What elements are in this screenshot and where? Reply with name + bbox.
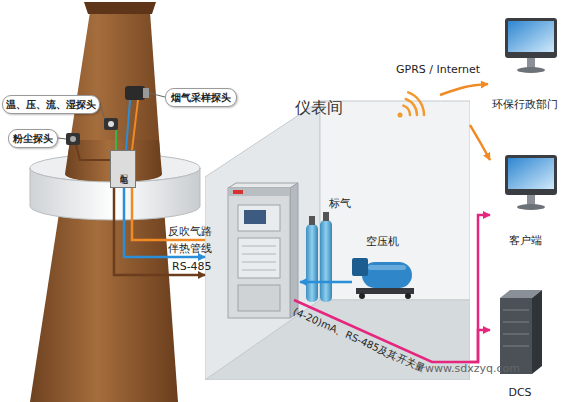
monitor-screen xyxy=(508,158,554,189)
connector xyxy=(470,330,490,362)
compressor-motor xyxy=(352,258,368,276)
tank-highlight xyxy=(368,265,406,270)
server-detail xyxy=(503,310,529,346)
node-label: 配电箱 xyxy=(118,168,127,171)
signal-wire xyxy=(76,145,110,160)
callout-box: 温、压、流、湿探头 xyxy=(2,95,100,114)
node-label: 空压机 xyxy=(366,236,399,249)
connector xyxy=(440,84,488,95)
node-label: 烟气采样探头 xyxy=(171,92,231,104)
node-label: DCS xyxy=(508,387,531,400)
edge-label: GPRS / Internet xyxy=(396,64,480,77)
watermark: www.sdxzyq.com xyxy=(425,362,520,375)
cabinet-screen xyxy=(244,210,266,224)
heated-line xyxy=(126,100,130,150)
monitor-screen xyxy=(508,21,554,52)
edge-label: 反吹气路 xyxy=(168,226,212,239)
compressor-tank xyxy=(362,262,412,288)
edge-label: RS-485 xyxy=(172,261,212,274)
compressor-base xyxy=(356,288,414,294)
leader-line xyxy=(100,104,105,120)
cylinder-valve xyxy=(323,212,329,221)
node-label: 粉尘探头 xyxy=(13,133,53,145)
monitor-base xyxy=(517,204,545,210)
signal-wire xyxy=(115,130,117,150)
compressor-wheel xyxy=(405,293,411,299)
node-label: 环保行政部门 xyxy=(492,99,558,112)
probe-symbol xyxy=(104,118,118,130)
callout-box: 烟气采样探头 xyxy=(165,88,237,107)
node-label: 温、压、流、湿探头 xyxy=(6,99,96,111)
cabinet-header xyxy=(228,188,290,196)
gas-cylinder xyxy=(306,224,318,302)
monitor-stand xyxy=(527,195,535,205)
node-label: 标气 xyxy=(329,198,351,211)
monitor-icon xyxy=(505,155,557,195)
probe-symbol xyxy=(108,121,114,127)
probe-symbol xyxy=(66,133,80,145)
cabinet-logo xyxy=(233,190,243,194)
compressor-wheel xyxy=(359,293,365,299)
connector xyxy=(470,215,490,362)
cabinet-top xyxy=(228,183,298,188)
server-side xyxy=(532,290,542,374)
monitor-base xyxy=(517,67,545,73)
analyzer-cabinet xyxy=(228,188,290,318)
leader-line xyxy=(58,138,66,139)
gas-cylinder xyxy=(320,220,332,302)
callout-box: 粉尘探头 xyxy=(8,129,58,148)
wireless-icon xyxy=(403,92,424,115)
probe-symbol xyxy=(125,86,145,100)
cabinet-panel xyxy=(238,285,280,311)
junction-box: 配电箱 xyxy=(110,150,136,188)
connector xyxy=(470,125,490,160)
monitor-stand xyxy=(527,58,535,68)
node-label: 客户端 xyxy=(509,235,542,248)
cabinet-panel xyxy=(238,238,280,278)
node-label: 仪表间 xyxy=(295,99,343,117)
purge-line xyxy=(132,100,138,150)
edge-label: 伴热管线 xyxy=(168,243,212,256)
cabinet-side xyxy=(290,183,298,318)
wireless-icon xyxy=(398,113,403,118)
monitor-icon xyxy=(505,18,557,58)
cabinet-detail xyxy=(242,246,276,270)
room-wall xyxy=(320,101,470,300)
probe-flange xyxy=(143,88,149,98)
cabinet-panel xyxy=(238,205,280,231)
leader-line xyxy=(149,93,165,97)
cylinder-valve xyxy=(309,216,315,225)
chimney-top xyxy=(84,2,156,14)
edge-label: (4-20)mA、RS-485及其开关量 xyxy=(291,306,426,375)
probe-symbol xyxy=(70,136,76,142)
air-line xyxy=(300,281,352,284)
